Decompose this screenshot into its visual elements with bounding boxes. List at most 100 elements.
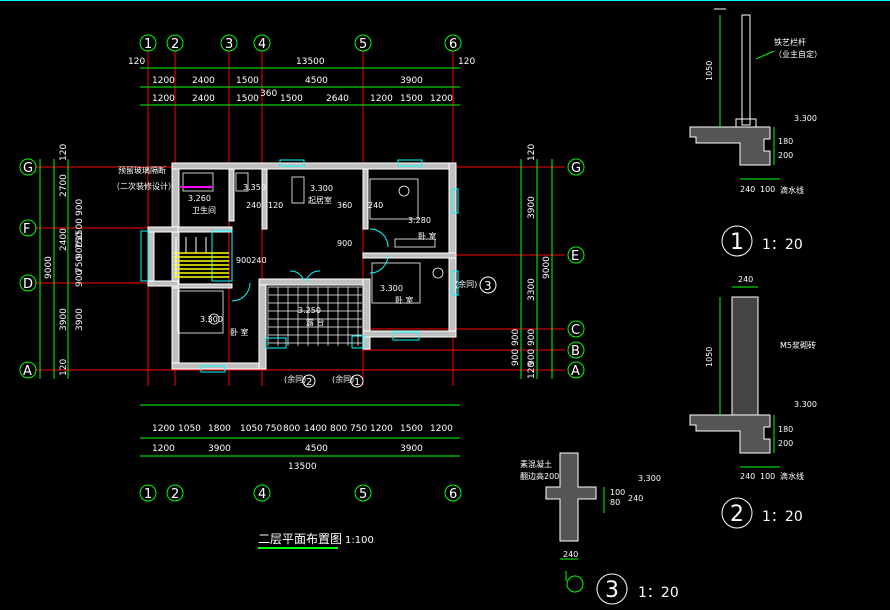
balcony-label: 露 台	[306, 317, 325, 327]
dim-top-row1-1: 2400	[192, 76, 215, 86]
dim-bottom-row2-2: 4500	[305, 444, 328, 454]
living-room-label: 起居室	[308, 195, 332, 205]
bedroom-label-1: 卧 室	[418, 231, 437, 241]
detail2-d1: 180	[778, 425, 793, 434]
dim-top-row2-7: 1200	[430, 94, 453, 104]
dim-left-overall: 9000	[44, 256, 54, 279]
dim-bottom-row2-1: 3900	[208, 444, 231, 454]
dim-top-edge-right: 120	[458, 57, 475, 67]
dim-right-outer-4: 900	[527, 349, 537, 366]
dim-900240: 900240	[236, 256, 267, 265]
elev-b: 3.350	[243, 183, 266, 192]
dim-left-outer-0: 120	[59, 144, 69, 161]
detail1-w1: 240	[740, 185, 755, 194]
dim-240a: 240	[246, 201, 261, 210]
bedroom-label-2: 卧 室	[395, 295, 414, 305]
axis-label-right-B: B	[571, 344, 580, 359]
axis-label-top-2: 2	[171, 37, 179, 52]
dim-left-outer-1: 2700	[59, 174, 69, 197]
axis-label-top-1: 1	[144, 37, 152, 52]
detail1-d2: 200	[778, 151, 793, 160]
detail3-scale: 1：20	[638, 585, 679, 601]
dim-bottom-row2-3: 3900	[400, 444, 423, 454]
elev-e: 3.300	[380, 284, 403, 293]
section-markers	[302, 276, 497, 388]
detail2-top: 240	[738, 275, 753, 284]
axis-label-right-A: A	[571, 364, 580, 379]
dim-left-inner-0: 900	[75, 199, 85, 216]
axis-label-left-F: F	[23, 222, 30, 237]
axis-bubble-bottom-6: 6	[444, 484, 462, 502]
dim-bottom-row1-6: 1400	[304, 424, 327, 434]
dim-240b: 240	[368, 201, 383, 210]
note-secondary-design: （二次装修设计）	[112, 181, 176, 191]
axis-bubble-right-A: A	[567, 361, 585, 379]
detail3-concrete: 素混凝土	[520, 459, 552, 469]
dim-right-outer-1: 3900	[527, 196, 537, 219]
detail1-number: 1	[730, 230, 744, 255]
dim-bottom-row1-7: 800	[330, 424, 347, 434]
axis-bubble-bottom-2: 2	[166, 484, 184, 502]
detail1-d1: 180	[778, 137, 793, 146]
dim-bottom-overall: 13500	[288, 462, 317, 472]
axis-label-right-E: E	[571, 249, 579, 264]
dim-top-row1-2: 1500	[236, 76, 259, 86]
dim-left-outer-3: 3900	[59, 308, 69, 331]
section-1-note: (余同)	[332, 374, 354, 384]
dim-left-inner-3: 900	[75, 242, 85, 259]
dim-top-row2-0: 1200	[152, 94, 175, 104]
axis-label-right-C: C	[571, 323, 580, 338]
dim-top-row2-3: 1500	[280, 94, 303, 104]
section-marker-1: 1	[354, 377, 360, 388]
section-marker-3: 3	[484, 279, 492, 293]
section-3-note: (余同)	[455, 279, 477, 289]
axis-bubble-top-4: 4	[253, 34, 271, 52]
elev-d: 3.280	[408, 216, 431, 225]
section-marker-2: 2	[306, 377, 312, 388]
dim-bottom-row1-11: 1200	[430, 424, 453, 434]
detail2-height: 1050	[705, 347, 714, 367]
axis-bubble-right-G: G	[567, 158, 585, 176]
detail3-d3: 240	[628, 494, 643, 503]
dim-top-row1-0: 1200	[152, 76, 175, 86]
detail3-w: 240	[563, 550, 578, 559]
detail1-scale: 1：20	[762, 237, 803, 253]
axis-label-top-6: 6	[449, 37, 457, 52]
detail2-scale: 1：20	[762, 509, 803, 525]
dim-right-inner-0: 900	[511, 329, 521, 346]
dim-left-inner-4: 750	[75, 256, 85, 273]
axis-bubble-top-5: 5	[354, 34, 372, 52]
section-2-note: (余同)	[284, 374, 306, 384]
detail2-d2: 200	[778, 439, 793, 448]
axis-bubble-bottom-5: 5	[354, 484, 372, 502]
dim-left-inner-6: 3900	[75, 308, 85, 331]
dim-900: 900	[337, 239, 352, 248]
dim-top-edge-left: 120	[128, 57, 145, 67]
detail2-elev: 3.300	[794, 400, 817, 409]
detail3-d1: 100	[610, 488, 625, 497]
balcony-tile-grid	[267, 286, 362, 346]
axis-bubble-left-A: A	[19, 361, 37, 379]
axis-bubble-bottom-4: 4	[253, 484, 271, 502]
axis-bubble-left-F: F	[19, 219, 37, 237]
axis-label-left-D: D	[23, 277, 33, 292]
bedroom-label-3: 卧 室	[230, 327, 249, 337]
dim-right-outer-3: 900	[527, 329, 537, 346]
dim-left-inner-1: 1500	[75, 218, 85, 241]
axis-bubble-left-G: G	[19, 158, 37, 176]
detail-3: 素混凝土 翻边高200 3.300 100 80 240 240 3 1：20	[520, 452, 679, 605]
detail3-curb: 翻边高200	[520, 471, 559, 481]
detail1-owner: （业主自定）	[774, 49, 822, 59]
dim-bottom-row1-1: 1050	[178, 424, 201, 434]
doors	[231, 228, 389, 302]
dim-bottom-row2-0: 1200	[152, 444, 175, 454]
axis-label-left-A: A	[23, 364, 32, 379]
dim-top-extra: 360	[260, 89, 277, 99]
axis-bubble-right-C: C	[567, 320, 585, 338]
axis-label-left-G: G	[23, 161, 33, 176]
dim-top-row2-5: 1200	[370, 94, 393, 104]
elev-g: 3.300	[200, 315, 223, 324]
axis-bubble-right-E: E	[567, 246, 585, 264]
detail3-number: 3	[605, 578, 619, 603]
